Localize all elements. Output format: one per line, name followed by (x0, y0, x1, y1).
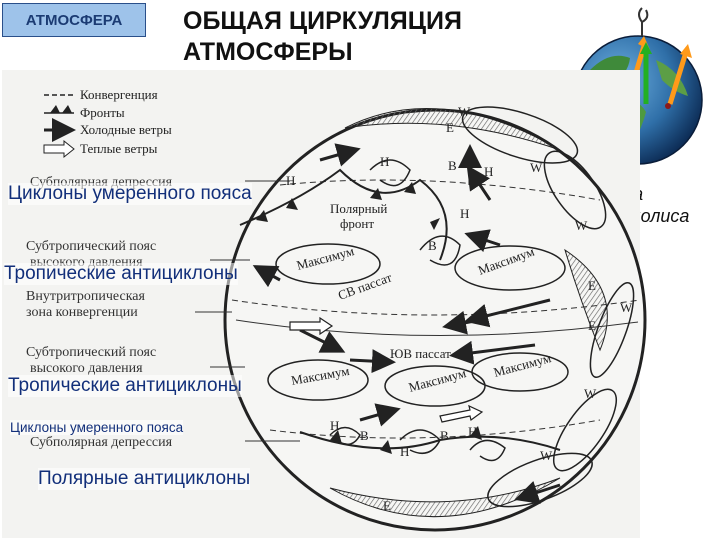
overlay-temperate-cyclones-top: Циклоны умеренного пояса (8, 183, 252, 205)
cell-loop-4 (553, 388, 617, 472)
legend: Конвергенция Фронты Холодные ветры Теплы… (43, 87, 172, 159)
low-marker-1: Н (380, 154, 389, 169)
legend-warm-winds-label: Теплые ветры (80, 141, 158, 156)
polar-front-label-1: Полярный (330, 201, 387, 216)
label-itcz-2: зона конвергенции (26, 305, 138, 320)
legend-convergence-label: Конвергенция (80, 87, 158, 102)
wind-arrows (252, 143, 561, 504)
overlay-temperate-cyclones-bottom: Циклоны умеренного пояса (10, 420, 184, 435)
label-subtrop-bot-2: высокого давления (30, 361, 143, 376)
cell-loop-1 (461, 106, 579, 164)
wind-w-3: W (575, 218, 588, 233)
cell-loop-2 (543, 150, 607, 230)
title-line-2: АТМОСФЕРЫ (183, 38, 353, 66)
wind-e-4: E (383, 498, 391, 513)
legend-fronts-label: Фронты (80, 105, 125, 120)
high-marker-2: В (428, 238, 437, 253)
low-marker-6: Н (400, 444, 409, 459)
polar-cap-north (344, 108, 561, 151)
title-line-1: ОБЩАЯ ЦИРКУЛЯЦИЯ (183, 7, 462, 35)
wind-w-2: W (530, 160, 543, 175)
cell-loop-3 (589, 282, 635, 378)
subpolar-top-line (279, 179, 601, 201)
high-marker-4: В (440, 428, 449, 443)
label-itcz-1: Внутритропическая (26, 289, 146, 304)
legend-warm-winds-swatch (43, 139, 75, 159)
overlay-tropical-anticyclones-top: Тропические антициклоны (4, 263, 238, 285)
warm-wind-arrows (289, 316, 484, 423)
atmosphere-tag: АТМОСФЕРА (2, 3, 146, 37)
globe-land-east (656, 60, 688, 96)
anticyclone-ellipse-3 (267, 359, 369, 401)
itcz-line (231, 299, 641, 316)
label-subtrop-bot-1: Субтропический пояс (26, 345, 156, 360)
wind-w-5: W (584, 386, 597, 401)
anticyclone-ellipse-4 (384, 365, 486, 407)
anticyclone-ellipse-2 (454, 245, 566, 291)
wind-e-2: E (588, 278, 596, 293)
wind-w-6: W (540, 448, 553, 463)
low-marker-7: Н (468, 424, 477, 439)
wind-e-3: E (588, 318, 596, 333)
leader-lines (195, 180, 300, 442)
low-marker-5: Н (330, 418, 339, 433)
anticyclone-ellipse-5 (471, 352, 569, 392)
slide-title: ОБЩАЯ ЦИРКУЛЯЦИЯ АТМОСФЕРЫ (183, 6, 543, 68)
circulation-diagram: Конвергенция Фронты Холодные ветры Теплы… (2, 70, 647, 538)
se-trade-label: ЮВ пассат (390, 346, 451, 361)
subpolar-bottom-line (269, 419, 601, 439)
wind-e-1: E (446, 120, 454, 135)
orange-arrow-icon-2 (667, 51, 689, 105)
legend-cold-winds-label: Холодные ветры (80, 122, 172, 137)
high-marker-1: В (448, 158, 457, 173)
overlay-tropical-anticyclones-bottom: Тропические антициклоны (8, 375, 242, 397)
wind-w-4: W (620, 300, 633, 315)
equatorial-cap-east (564, 248, 608, 352)
anticyclone-ellipse-1 (275, 243, 381, 285)
cyclone-swirls (329, 159, 506, 462)
equator-line (235, 319, 639, 337)
high-marker-3: В (360, 428, 369, 443)
label-subpolar-bot: Субполярная депрессия (30, 435, 173, 450)
low-marker-3: Н (484, 164, 493, 179)
label-subtrop-top-1: Субтропический пояс (26, 239, 156, 254)
low-marker-4: Н (460, 206, 469, 221)
polar-cap-south (329, 477, 561, 518)
wind-w-1: W (458, 104, 471, 119)
polar-front-label-2: фронт (340, 216, 374, 231)
overlay-polar-anticyclones: Полярные антициклоны (38, 468, 251, 490)
cell-loop-5 (487, 452, 593, 508)
north-pole-icon (638, 7, 649, 24)
low-marker-2: Н (286, 173, 295, 188)
